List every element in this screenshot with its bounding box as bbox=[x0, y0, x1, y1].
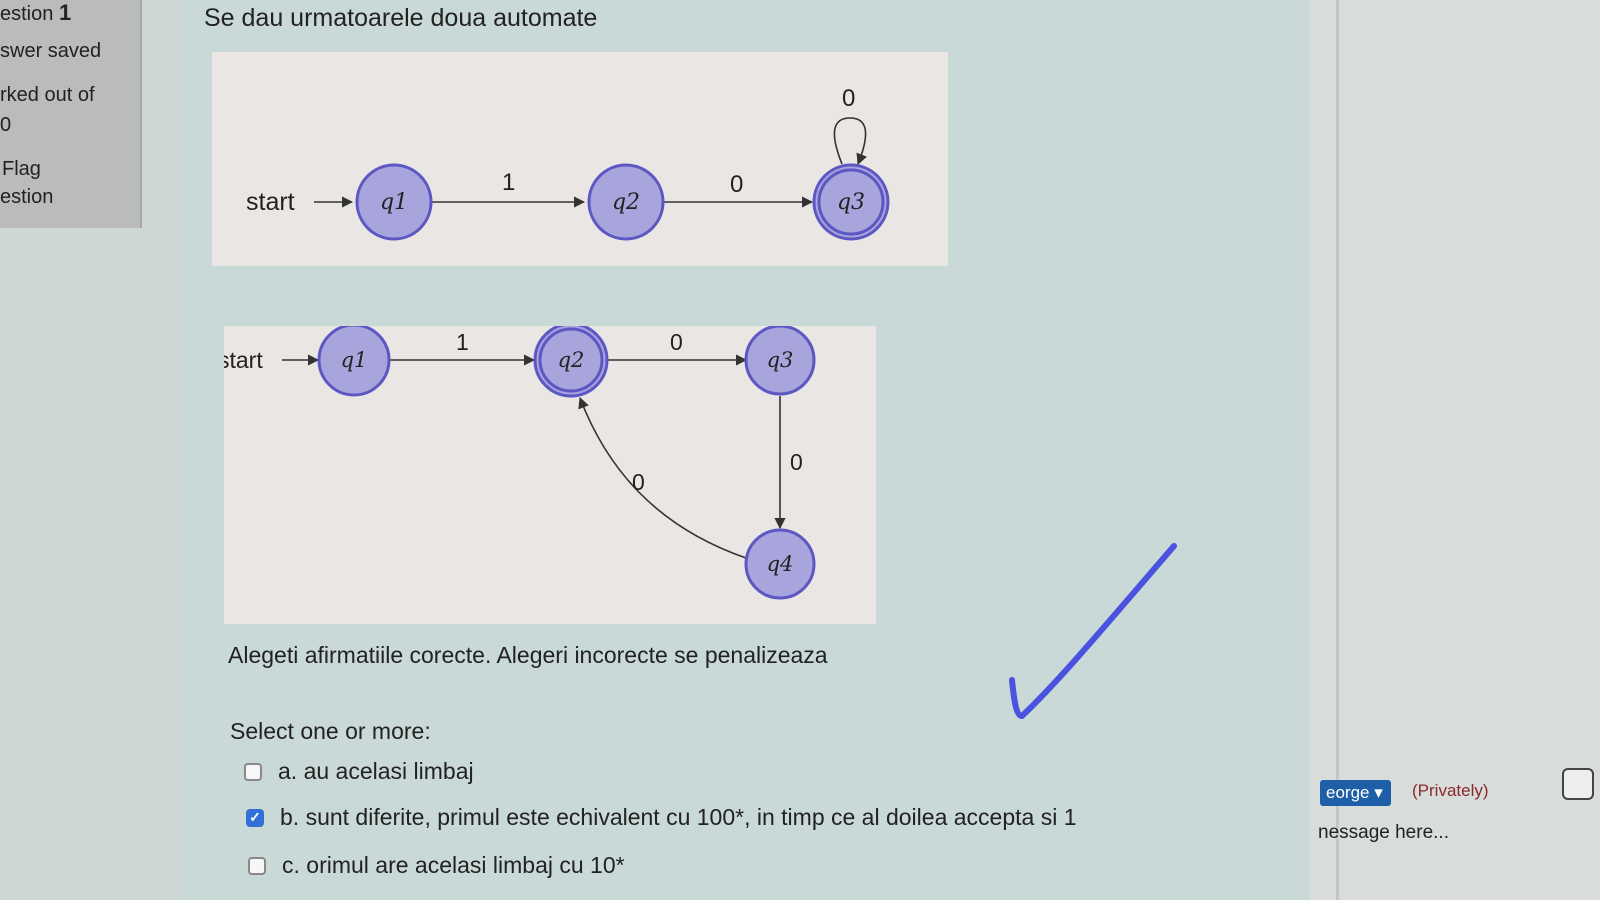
state-label-q3: q3 bbox=[837, 190, 865, 215]
answer-status: swer saved bbox=[0, 40, 102, 62]
start-label: start bbox=[246, 188, 295, 216]
checkbox-option-a[interactable] bbox=[244, 762, 262, 781]
question-title: Se dau urmatoarele doua automate bbox=[204, 4, 598, 32]
answer-option-c[interactable]: c. orimul are acelasi limbaj cu 10* bbox=[248, 852, 625, 879]
question-number: 1 bbox=[58, 0, 72, 25]
flag-label[interactable]: Flag bbox=[2, 158, 41, 180]
self-loop-q3 bbox=[833, 117, 867, 166]
checkbox-option-b[interactable]: ✓ bbox=[246, 808, 264, 827]
state-label-q2: q2 bbox=[558, 348, 585, 372]
automaton-2-diagram: start 1 0 0 0 q1 q2 q3 q4 bbox=[224, 326, 876, 624]
chat-panel bbox=[1310, 0, 1600, 900]
question-info-panel: estion 1 swer saved rked out of 0 Flag e… bbox=[0, 0, 142, 228]
state-label-q3: q3 bbox=[767, 348, 794, 372]
state-q3-accepting: q3 bbox=[812, 163, 890, 241]
state-q2: q2 bbox=[587, 163, 665, 241]
checkbox-option-c[interactable] bbox=[248, 856, 266, 875]
state-q4: q4 bbox=[744, 528, 816, 600]
state-q1: q1 bbox=[355, 163, 433, 241]
marked-out-of-label: rked out of bbox=[0, 84, 95, 106]
recipient-name[interactable]: eorge bbox=[1326, 783, 1370, 802]
chat-send-button[interactable] bbox=[1562, 768, 1594, 800]
edge-label-q1-q2: 1 bbox=[456, 329, 469, 355]
state-label-q1: q1 bbox=[380, 190, 408, 215]
state-q2-accepting: q2 bbox=[533, 326, 609, 398]
edge-label-q1-q2: 1 bbox=[502, 169, 515, 196]
option-a-label[interactable]: a. au acelasi limbaj bbox=[278, 758, 474, 784]
edge-q4-q2 bbox=[578, 396, 747, 559]
option-b-label[interactable]: b. sunt diferite, primul este echivalent… bbox=[280, 804, 1077, 830]
state-q3: q3 bbox=[744, 326, 816, 396]
automaton-1-svg: start 1 0 0 q1 q2 q3 bbox=[246, 85, 890, 241]
question-instruction: Alegeti afirmatiile corecte. Alegeri inc… bbox=[228, 642, 828, 668]
select-prompt: Select one or more: bbox=[230, 718, 431, 744]
privately-label: (Privately) bbox=[1412, 781, 1489, 800]
question-label: estion bbox=[0, 3, 54, 25]
handwritten-check-mark-icon bbox=[1009, 543, 1177, 720]
chevron-down-icon[interactable]: ▾ bbox=[1374, 783, 1383, 802]
edge-label-q3-q3: 0 bbox=[842, 85, 855, 112]
panel-divider bbox=[1336, 0, 1339, 900]
edge-label-q3-q4: 0 bbox=[790, 449, 803, 475]
answer-option-a[interactable]: a. au acelasi limbaj bbox=[244, 758, 474, 785]
state-label-q4: q4 bbox=[767, 552, 794, 576]
automaton-1-diagram: start 1 0 0 q1 q2 q3 bbox=[212, 52, 948, 266]
flag-label-question[interactable]: estion bbox=[0, 186, 54, 208]
mark-value: 0 bbox=[0, 114, 12, 136]
start-label: start bbox=[224, 347, 263, 373]
state-label-q2: q2 bbox=[612, 190, 640, 215]
state-q1: q1 bbox=[317, 326, 391, 397]
chat-message-input[interactable]: nessage here... bbox=[1318, 822, 1449, 843]
edge-label-q2-q3: 0 bbox=[730, 171, 743, 198]
edge-label-q4-q2: 0 bbox=[632, 469, 645, 495]
state-label-q1: q1 bbox=[341, 348, 368, 372]
answer-option-b[interactable]: ✓ b. sunt diferite, primul este echivale… bbox=[246, 804, 1077, 831]
recipient-dropdown[interactable]: eorge ▾ bbox=[1320, 780, 1391, 806]
option-c-label[interactable]: c. orimul are acelasi limbaj cu 10* bbox=[282, 852, 625, 878]
edge-label-q2-q3: 0 bbox=[670, 329, 683, 355]
automaton-2-svg: start 1 0 0 0 q1 q2 q3 q4 bbox=[224, 326, 816, 600]
